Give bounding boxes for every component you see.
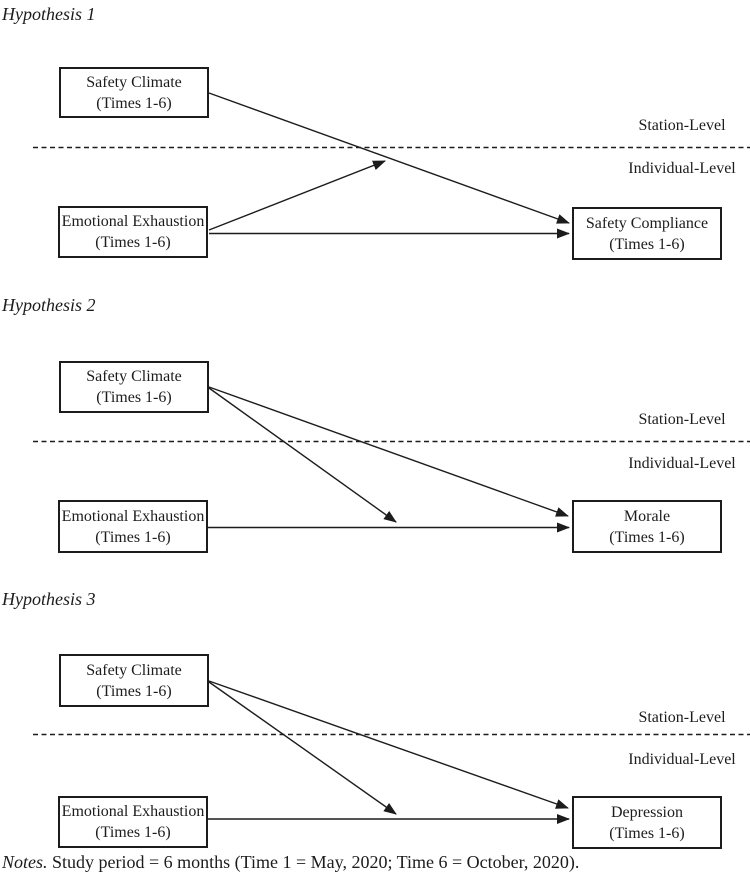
h1-box-safety-compliance: Safety Compliance (Times 1-6) — [572, 207, 722, 260]
h3-safety-climate-line2: (Times 1-6) — [96, 682, 172, 700]
h1-arrow-safety-climate-to-safety-compliance — [208, 92, 570, 224]
h3-emotional-exhaustion-line1: Emotional Exhaustion — [61, 803, 205, 820]
hypothesis-3-title: Hypothesis 3 — [2, 589, 96, 609]
h2-station-level-label: Station-Level — [638, 411, 726, 428]
h1-arrow-emotional-exhaustion-moderation — [208, 160, 386, 231]
h3-box-emotional-exhaustion: Emotional Exhaustion (Times 1-6) — [58, 796, 208, 848]
h2-morale-line1: Morale — [623, 507, 671, 525]
h1-emotional-exhaustion-line1: Emotional Exhaustion — [61, 213, 205, 230]
h1-box-safety-climate: Safety Climate (Times 1-6) — [59, 67, 209, 118]
h1-safety-compliance-line1: Safety Compliance — [585, 214, 709, 232]
h3-arrow-safety-climate-moderation — [208, 681, 397, 815]
h2-arrow-safety-climate-moderation — [208, 387, 397, 523]
h3-station-level-label: Station-Level — [638, 709, 726, 726]
h1-safety-climate-line1: Safety Climate — [86, 73, 182, 91]
notes-prefix: Notes. — [2, 852, 48, 872]
h3-safety-climate-line1: Safety Climate — [86, 661, 182, 679]
h2-safety-climate-line1: Safety Climate — [86, 368, 182, 385]
h1-safety-climate-line2: (Times 1-6) — [96, 94, 172, 112]
h2-box-safety-climate: Safety Climate (Times 1-6) — [59, 361, 209, 413]
h3-box-depression: Depression (Times 1-6) — [572, 796, 722, 849]
hypothesis-1-title: Hypothesis 1 — [2, 4, 96, 24]
h3-depression-line2: (Times 1-6) — [609, 824, 685, 842]
h2-box-emotional-exhaustion: Emotional Exhaustion (Times 1-6) — [58, 500, 208, 553]
figure-notes: Notes. Study period = 6 months (Time 1 =… — [2, 851, 579, 873]
h2-morale-line2: (Times 1-6) — [609, 528, 685, 546]
h3-arrow-safety-climate-to-depression — [208, 680, 569, 809]
h3-individual-level-label: Individual-Level — [628, 751, 736, 768]
h1-station-level-label: Station-Level — [638, 117, 726, 134]
h2-arrow-safety-climate-to-morale — [208, 386, 569, 517]
h2-emotional-exhaustion-line1: Emotional Exhaustion — [61, 507, 205, 525]
h2-box-morale: Morale (Times 1-6) — [572, 500, 722, 553]
h1-box-emotional-exhaustion: Emotional Exhaustion (Times 1-6) — [58, 206, 208, 258]
h1-safety-compliance-line2: (Times 1-6) — [609, 235, 685, 253]
h3-emotional-exhaustion-line2: (Times 1-6) — [95, 824, 171, 841]
h3-depression-line1: Depression — [611, 803, 683, 821]
h2-safety-climate-line2: (Times 1-6) — [96, 389, 172, 406]
h1-individual-level-label: Individual-Level — [628, 160, 736, 177]
h2-individual-level-label: Individual-Level — [628, 455, 736, 472]
h3-box-safety-climate: Safety Climate (Times 1-6) — [59, 654, 209, 707]
h1-emotional-exhaustion-line2: (Times 1-6) — [95, 234, 171, 251]
hypothesis-2-title: Hypothesis 2 — [2, 295, 96, 315]
h2-emotional-exhaustion-line2: (Times 1-6) — [95, 528, 171, 546]
notes-body: Study period = 6 months (Time 1 = May, 2… — [47, 852, 580, 872]
